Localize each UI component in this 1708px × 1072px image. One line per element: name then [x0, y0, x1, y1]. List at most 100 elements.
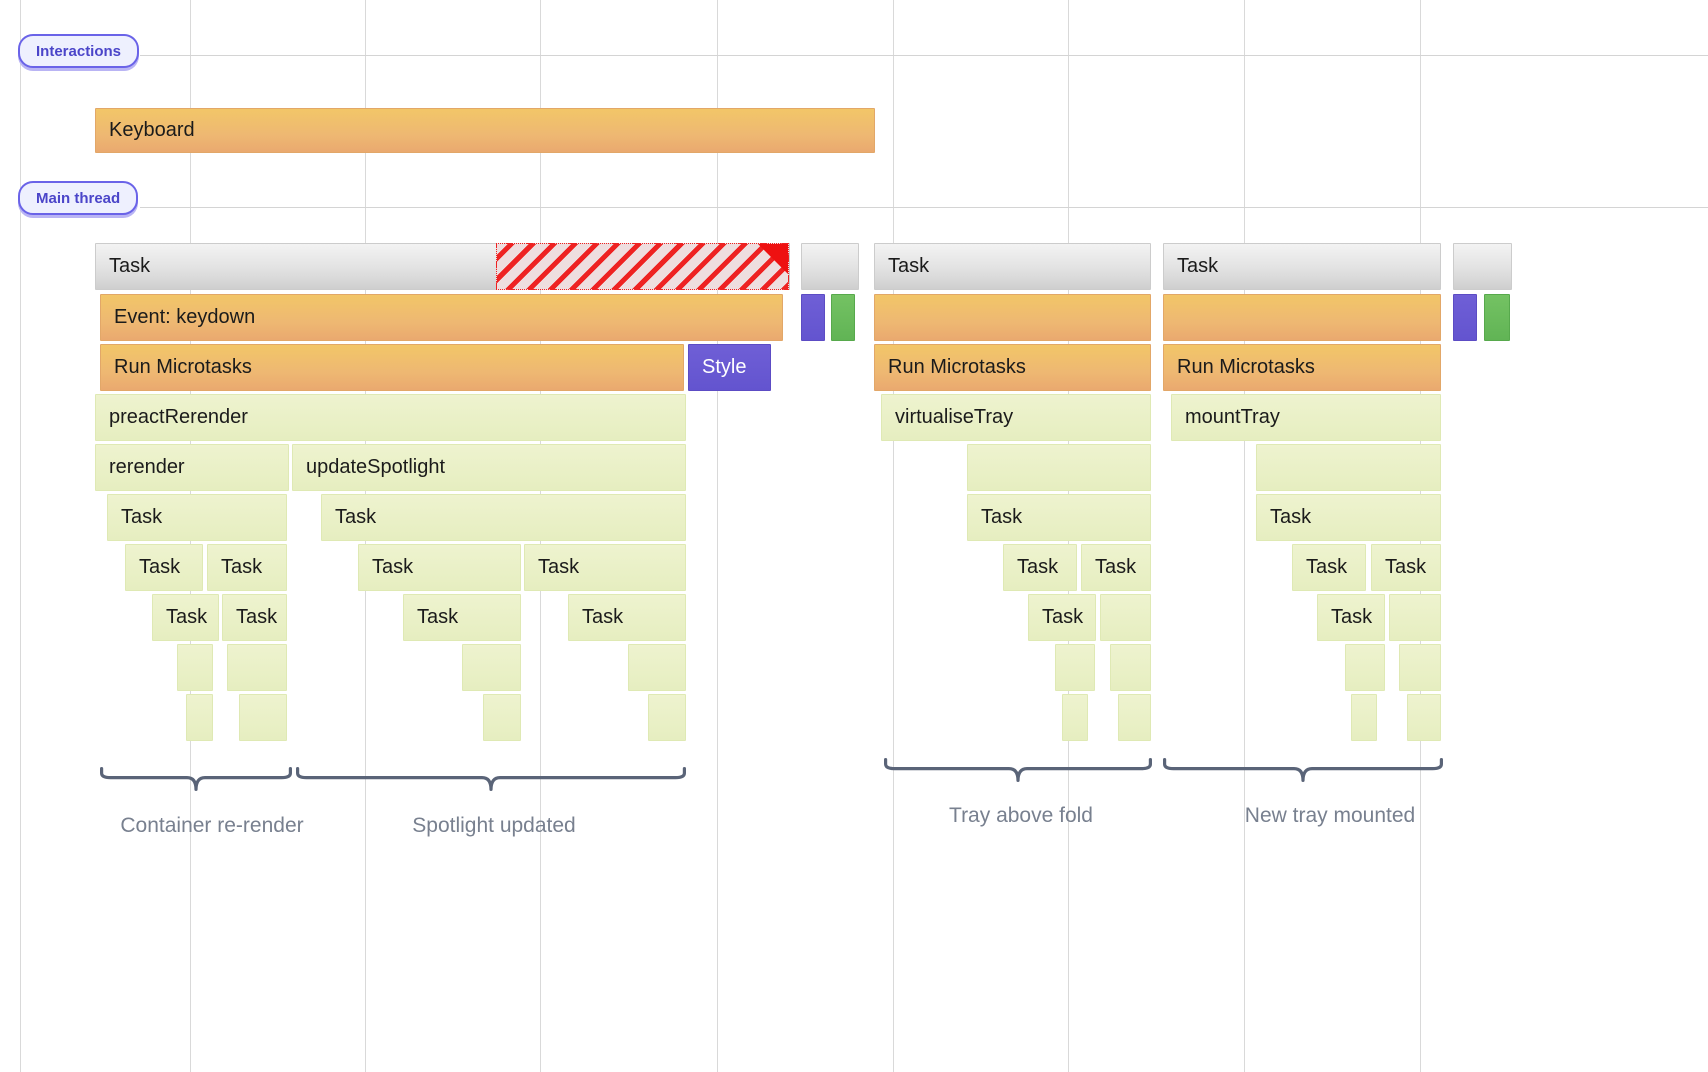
- flame-bar-r9-block-5[interactable]: [1118, 694, 1151, 741]
- flame-bar-r4-updatespotlight-1[interactable]: updateSpotlight: [292, 444, 686, 491]
- flame-bar-r1-block-1[interactable]: [801, 294, 825, 341]
- flame-bar-r7-task-3[interactable]: Task: [568, 594, 686, 641]
- flame-bar-r6-task-4-label: Task: [1017, 556, 1059, 578]
- flame-bar-r8-block-6[interactable]: [1345, 644, 1385, 691]
- flame-bar-r9-block-6[interactable]: [1351, 694, 1377, 741]
- long-task-hatch[interactable]: [496, 243, 789, 290]
- annotation-label-tray-above-fold: Tray above fold: [949, 804, 1093, 827]
- flame-bar-r6-task-1-label: Task: [221, 556, 263, 578]
- flame-bar-r7-task-1[interactable]: Task: [222, 594, 287, 641]
- flame-bar-r4-updatespotlight-1-label: updateSpotlight: [306, 456, 446, 478]
- annotation-label-container-re-render: Container re-render: [120, 814, 304, 837]
- flame-bar-r6-task-5-label: Task: [1095, 556, 1137, 578]
- flame-bar-r1-block-4[interactable]: [1163, 294, 1441, 341]
- flame-bar-r7-block-5[interactable]: [1100, 594, 1151, 641]
- flame-bar-r2-run-microtasks-0[interactable]: Run Microtasks: [100, 344, 684, 391]
- flame-bar-r6-task-2[interactable]: Task: [358, 544, 521, 591]
- flame-bar-r6-task-2-label: Task: [372, 556, 414, 578]
- flame-bar-r9-block-3[interactable]: [648, 694, 686, 741]
- flame-bar-r5-task-3[interactable]: Task: [1256, 494, 1441, 541]
- flame-bar-r5-task-3-label: Task: [1270, 506, 1312, 528]
- flame-bar-r7-task-3-label: Task: [582, 606, 624, 628]
- interaction-event-keyboard-label: Keyboard: [109, 119, 195, 141]
- flame-bar-r8-block-3[interactable]: [628, 644, 686, 691]
- flame-bar-r6-task-0[interactable]: Task: [125, 544, 203, 591]
- flame-bar-r0-block-1[interactable]: [801, 243, 859, 290]
- flame-bar-r6-task-4[interactable]: Task: [1003, 544, 1077, 591]
- flame-bar-r8-block-1[interactable]: [227, 644, 287, 691]
- flame-bar-r3-mounttray-2-label: mountTray: [1185, 406, 1280, 428]
- flame-bar-r9-block-7[interactable]: [1407, 694, 1441, 741]
- flame-bar-r1-block-5[interactable]: [1453, 294, 1477, 341]
- gridline-4: [717, 0, 718, 1072]
- track-label-interactions[interactable]: Interactions: [18, 34, 140, 68]
- flame-bar-r4-block-3[interactable]: [1256, 444, 1441, 491]
- flame-bar-r6-task-7[interactable]: Task: [1371, 544, 1441, 591]
- interactions-separator: [140, 55, 1708, 56]
- flame-bar-r4-block-2[interactable]: [967, 444, 1151, 491]
- flame-bar-r5-task-2[interactable]: Task: [967, 494, 1151, 541]
- annotation-bracket-container-re-render: [100, 766, 292, 792]
- flame-bar-r9-block-1[interactable]: [239, 694, 287, 741]
- flame-bar-r0-task-3-label: Task: [1177, 255, 1219, 277]
- flame-bar-r6-task-6-label: Task: [1306, 556, 1348, 578]
- flame-bar-r9-block-0[interactable]: [186, 694, 213, 741]
- flame-bar-r6-task-6[interactable]: Task: [1292, 544, 1366, 591]
- flame-bar-r6-task-7-label: Task: [1385, 556, 1427, 578]
- flame-bar-r3-virtualisetray-1-label: virtualiseTray: [895, 406, 1014, 428]
- flame-bar-r7-task-2-label: Task: [417, 606, 459, 628]
- flame-bar-r7-block-7[interactable]: [1389, 594, 1441, 641]
- interaction-event-keyboard[interactable]: Keyboard: [95, 108, 875, 153]
- flame-bar-r7-task-6[interactable]: Task: [1317, 594, 1385, 641]
- flame-bar-r0-task-2[interactable]: Task: [874, 243, 1151, 290]
- flame-bar-r0-block-4[interactable]: [1453, 243, 1512, 290]
- flame-bar-r7-task-4-label: Task: [1042, 606, 1084, 628]
- track-label-interactions-text: Interactions: [36, 42, 122, 60]
- flame-bar-r8-block-5[interactable]: [1110, 644, 1151, 691]
- main-thread-separator: [140, 207, 1708, 208]
- flame-bar-r4-rerender-0-label: rerender: [109, 456, 185, 478]
- flame-bar-r0-task-2-label: Task: [888, 255, 930, 277]
- annotation-bracket-tray-above-fold: [884, 757, 1152, 783]
- flame-bar-r6-task-3[interactable]: Task: [524, 544, 686, 591]
- flame-bar-r9-block-4[interactable]: [1062, 694, 1088, 741]
- flame-bar-r9-block-2[interactable]: [483, 694, 521, 741]
- long-task-corner-triangle-icon: [758, 244, 788, 274]
- flame-bar-r2-style-1[interactable]: Style: [688, 344, 771, 391]
- gridline-0: [20, 0, 21, 1072]
- flame-bar-r0-task-3[interactable]: Task: [1163, 243, 1441, 290]
- flame-bar-r5-task-1-label: Task: [335, 506, 377, 528]
- flame-bar-r5-task-0[interactable]: Task: [107, 494, 287, 541]
- flame-bar-r6-task-1[interactable]: Task: [207, 544, 287, 591]
- flame-bar-r1-block-3[interactable]: [874, 294, 1151, 341]
- flame-bar-r7-task-0-label: Task: [166, 606, 208, 628]
- flame-bar-r1-block-6[interactable]: [1484, 294, 1510, 341]
- flame-bar-r7-task-2[interactable]: Task: [403, 594, 521, 641]
- flame-bar-r8-block-7[interactable]: [1399, 644, 1441, 691]
- flame-bar-r5-task-0-label: Task: [121, 506, 163, 528]
- flame-bar-r1-event-keydown-0[interactable]: Event: keydown: [100, 294, 783, 341]
- flame-bar-r2-run-microtasks-3[interactable]: Run Microtasks: [1163, 344, 1441, 391]
- flame-bar-r7-task-0[interactable]: Task: [152, 594, 219, 641]
- flame-bar-r1-block-2[interactable]: [831, 294, 855, 341]
- annotation-bracket-spotlight-updated: [296, 766, 686, 792]
- flame-bar-r2-run-microtasks-2-label: Run Microtasks: [888, 356, 1026, 378]
- flame-bar-r3-mounttray-2[interactable]: mountTray: [1171, 394, 1441, 441]
- flame-bar-r1-event-keydown-0-label: Event: keydown: [114, 306, 256, 328]
- flame-bar-r3-preactrerender-0-label: preactRerender: [109, 406, 248, 428]
- flame-bar-r7-task-4[interactable]: Task: [1028, 594, 1096, 641]
- track-label-main-thread[interactable]: Main thread: [18, 181, 139, 215]
- flame-bar-r5-task-1[interactable]: Task: [321, 494, 686, 541]
- gridline-7: [1244, 0, 1245, 1072]
- flame-bar-r4-rerender-0[interactable]: rerender: [95, 444, 289, 491]
- flame-bar-r6-task-5[interactable]: Task: [1081, 544, 1151, 591]
- track-label-main-thread-text: Main thread: [36, 189, 121, 207]
- flame-bar-r2-run-microtasks-3-label: Run Microtasks: [1177, 356, 1315, 378]
- flame-bar-r8-block-2[interactable]: [462, 644, 521, 691]
- flame-bar-r3-preactrerender-0[interactable]: preactRerender: [95, 394, 686, 441]
- flame-bar-r3-virtualisetray-1[interactable]: virtualiseTray: [881, 394, 1151, 441]
- flame-bar-r2-run-microtasks-2[interactable]: Run Microtasks: [874, 344, 1151, 391]
- flame-bar-r8-block-0[interactable]: [177, 644, 213, 691]
- flame-bar-r8-block-4[interactable]: [1055, 644, 1095, 691]
